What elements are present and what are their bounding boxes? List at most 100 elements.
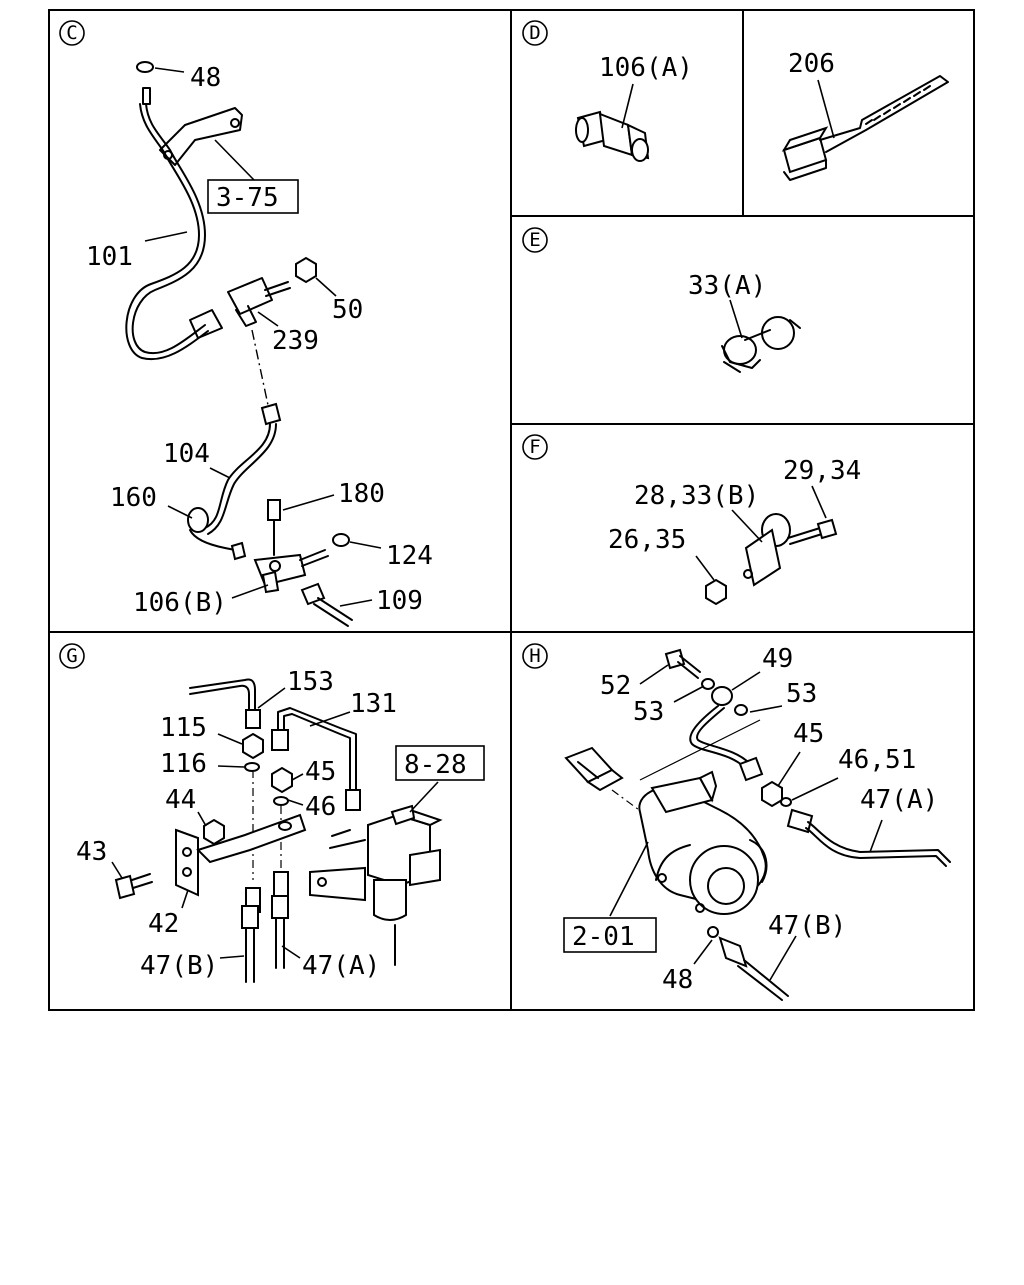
callout-53-right: 53 — [786, 679, 817, 709]
callout-47b-g: 47(B) — [140, 951, 218, 981]
panel-h-drawing — [564, 648, 951, 1001]
panel-g-labels: 153 131 115 116 45 46 8-28 44 43 42 47(B… — [76, 667, 485, 981]
cable-tie-206-icon — [781, 75, 949, 181]
washer-53-icon — [701, 678, 715, 690]
panel-d-drawing — [575, 75, 949, 181]
section-marker-h: H — [522, 643, 548, 669]
callout-239: 239 — [272, 326, 319, 356]
callout-43: 43 — [76, 837, 107, 867]
callout-180: 180 — [338, 479, 385, 509]
washer-48-h-icon — [707, 926, 719, 938]
reference-3-75: 3-75 — [216, 183, 279, 213]
callout-45-g: 45 — [305, 757, 336, 787]
panel-d-labels: 106(A) 206 — [599, 49, 835, 83]
callout-116: 116 — [160, 749, 207, 779]
section-letter-f: F — [529, 436, 540, 458]
bolt-29-34-icon — [787, 518, 838, 545]
bolt-52-icon — [664, 648, 701, 679]
pump-motor-icon — [638, 770, 768, 915]
section-marker-g: G — [59, 643, 85, 669]
section-marker-d: D — [522, 20, 548, 46]
panel-g-leaders — [111, 687, 439, 959]
washer-48-icon — [136, 61, 154, 73]
nut-115-icon — [242, 732, 264, 760]
section-letter-h: H — [529, 645, 540, 667]
valve-assembly-icon — [309, 804, 443, 966]
callout-53-left: 53 — [633, 697, 664, 727]
reference-box-3-75 — [207, 179, 299, 214]
callout-50: 50 — [332, 295, 363, 325]
callout-160: 160 — [110, 483, 157, 513]
washer-116-icon — [244, 762, 260, 772]
reference-8-28: 8-28 — [404, 750, 467, 780]
callout-106b: 106(B) — [133, 588, 227, 618]
callout-47a-h: 47(A) — [860, 785, 938, 815]
callout-49: 49 — [762, 644, 793, 674]
reference-2-01: 2-01 — [572, 922, 635, 952]
washer-46-icon — [273, 796, 289, 806]
panel-e-leaders — [729, 299, 743, 339]
section-letter-d: D — [529, 22, 540, 44]
callout-124: 124 — [386, 541, 433, 571]
callout-153: 153 — [287, 667, 334, 697]
panel-e-labels: 33(A) — [688, 271, 766, 301]
callout-45-h: 45 — [793, 719, 824, 749]
nut-26-35-icon — [705, 578, 727, 606]
callout-109: 109 — [376, 586, 423, 616]
panel-f-labels: 29,34 28,33(B) 26,35 — [608, 456, 861, 555]
nut-50-icon — [295, 256, 317, 284]
callout-26-35: 26,35 — [608, 525, 686, 555]
callout-131: 131 — [350, 689, 397, 719]
callout-106a: 106(A) — [599, 53, 693, 83]
callout-101: 101 — [86, 242, 133, 272]
bleeder-180-icon — [267, 499, 281, 521]
callout-104: 104 — [163, 439, 210, 469]
callout-33a: 33(A) — [688, 271, 766, 301]
cross-fitting-icon — [253, 553, 307, 587]
panel-frames — [48, 9, 975, 1011]
panel-f-drawing — [705, 513, 838, 606]
clip-33a-icon — [721, 316, 801, 373]
tee-fitting-icon — [227, 277, 273, 315]
bolt-43-icon — [114, 873, 153, 900]
bracket-icon — [159, 107, 243, 166]
panel-c-leaders — [144, 67, 382, 607]
callout-47b-h: 47(B) — [768, 911, 846, 941]
washer-53b-icon — [734, 704, 748, 716]
callout-44: 44 — [165, 785, 196, 815]
panel-h-leaders — [609, 664, 883, 981]
section-marker-e: E — [522, 227, 548, 253]
section-letter-g: G — [66, 645, 77, 667]
panel-d-leaders — [621, 79, 835, 139]
section-letter-c: C — [66, 22, 77, 44]
pipe-fitting-icon — [142, 87, 151, 105]
section-marker-f: F — [522, 434, 548, 460]
callout-115: 115 — [160, 713, 207, 743]
callout-46-51: 46,51 — [838, 745, 916, 775]
section-letter-e: E — [529, 229, 540, 251]
washer-124-icon — [332, 533, 350, 547]
callout-29-34: 29,34 — [783, 456, 861, 486]
callout-52: 52 — [600, 671, 631, 701]
callout-28-33b: 28,33(B) — [634, 481, 759, 511]
section-marker-c: C — [59, 20, 85, 46]
callout-46-g: 46 — [305, 792, 336, 822]
panel-g-drawing — [114, 678, 443, 983]
panel-e-drawing — [721, 316, 801, 373]
reference-box-8-28 — [395, 745, 485, 781]
clamp-28-33b-icon — [743, 513, 791, 587]
callout-47a-g: 47(A) — [302, 951, 380, 981]
connector-106a-icon — [575, 110, 650, 162]
bracket-42-icon — [175, 813, 307, 897]
callout-42: 42 — [148, 909, 179, 939]
eye-fitting-49-icon — [711, 686, 733, 706]
nut-45-icon — [271, 766, 293, 794]
washer-46-51-icon — [780, 797, 792, 807]
panel-c-drawing — [125, 61, 353, 627]
panel-f-leaders — [695, 485, 827, 581]
panel-h-labels: 52 49 53 53 45 46,51 47(A) 2-01 47(B) 48 — [563, 644, 938, 995]
callout-48-h: 48 — [662, 965, 693, 995]
callout-48: 48 — [190, 63, 221, 93]
